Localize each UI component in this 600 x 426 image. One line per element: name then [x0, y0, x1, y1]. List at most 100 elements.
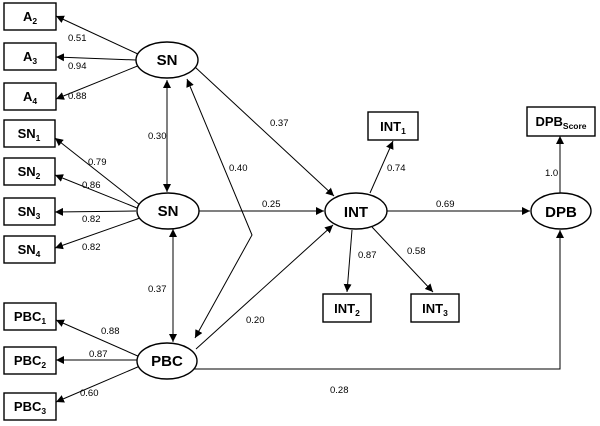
edge-snmid-sn3	[54, 207, 137, 216]
indicator-boxes: A2 A3 A4 SN1 SN2 SN3 SN4 PBC1	[3, 2, 596, 421]
node-dpb-score: DPBScore	[526, 106, 596, 137]
node-int3-label: INT	[422, 301, 443, 316]
edges	[54, 15, 564, 403]
node-pbc3-label: PBC	[14, 399, 42, 414]
edge-pbc-int	[195, 224, 334, 350]
node-a3: A3	[3, 42, 57, 71]
svg-text:PBC1: PBC1	[14, 309, 46, 326]
edge-snmid-sn2	[54, 174, 138, 209]
svg-text:SN3: SN3	[18, 204, 41, 221]
node-int2-sub: 2	[355, 308, 360, 318]
node-pbc2-label: PBC	[14, 353, 42, 368]
node-a3-sub: 3	[32, 56, 37, 66]
svg-text:A3: A3	[23, 49, 37, 66]
node-sn2: SN2	[3, 157, 56, 186]
edge-pbc-pbc1	[55, 319, 141, 358]
weight-sntop-snmid: 0.30	[148, 131, 167, 142]
weight-pbc-pbc3: 0.60	[80, 388, 99, 399]
edge-snmid-sn4	[54, 217, 141, 250]
weight-dpb-score: 1.0	[545, 168, 558, 179]
node-int1: INT1	[367, 111, 419, 141]
node-a2: A2	[3, 2, 57, 31]
node-sn1: SN1	[3, 119, 56, 148]
edge-sn-a4	[55, 64, 141, 100]
node-sn3-label: SN	[18, 204, 36, 219]
node-a4-label: A	[23, 89, 33, 104]
weight-sn-a2: 0.51	[68, 33, 87, 44]
weight-int-int3: 0.58	[407, 246, 426, 257]
node-pbc2: PBC2	[3, 346, 57, 375]
node-sn4-label: SN	[18, 242, 36, 257]
svg-text:INT3: INT3	[422, 301, 448, 318]
node-sn2-label: SN	[18, 164, 36, 179]
node-int1-label: INT	[380, 119, 401, 134]
node-pbc-label: PBC	[151, 353, 183, 370]
weight-int-int2: 0.87	[358, 250, 377, 261]
node-sn1-label: SN	[18, 126, 36, 141]
node-pbc: PBC	[136, 342, 198, 380]
node-sn4-sub: 4	[36, 249, 41, 259]
node-sn4: SN4	[3, 235, 56, 264]
node-a2-label: A	[23, 9, 33, 24]
node-a4-sub: 4	[32, 96, 37, 106]
node-a3-label: A	[23, 49, 33, 64]
node-sn3-sub: 3	[36, 211, 41, 221]
edge-pbc-dpb	[193, 230, 564, 370]
svg-text:SN4: SN4	[18, 242, 41, 259]
weight-pbc-dpb: 0.28	[330, 385, 349, 396]
weight-pbc-pbc2: 0.87	[89, 349, 108, 360]
node-dpb-score-label: DPB	[535, 114, 562, 129]
weight-int-int1: 0.74	[387, 163, 406, 174]
weight-pbc-sntop: 0.40	[229, 163, 248, 174]
node-int2-label: INT	[334, 301, 355, 316]
node-int1-sub: 1	[401, 126, 406, 136]
node-pbc2-sub: 2	[41, 360, 46, 370]
edge-int-int1	[369, 140, 394, 194]
edge-int-int3	[371, 226, 434, 293]
weight-sn-a4: 0.88	[68, 91, 87, 102]
edge-pbc-sntop	[186, 78, 253, 339]
weight-snmid-sn1: 0.79	[88, 157, 107, 168]
node-pbc1-label: PBC	[14, 309, 42, 324]
svg-text:A4: A4	[23, 89, 37, 106]
edge-sn-a3	[55, 53, 137, 62]
weight-sntop-int: 0.37	[270, 118, 289, 129]
node-sn-mid: SN	[136, 192, 200, 230]
svg-text:SN2: SN2	[18, 164, 41, 181]
node-dpb-label: DPB	[545, 204, 577, 221]
node-sn-mid-label: SN	[158, 203, 179, 220]
node-int2: INT2	[322, 293, 372, 323]
node-int: INT	[324, 192, 388, 230]
svg-text:A2: A2	[23, 9, 37, 26]
node-pbc1: PBC1	[3, 302, 57, 331]
svg-text:INT2: INT2	[334, 301, 360, 318]
node-a2-sub: 2	[32, 16, 37, 26]
node-pbc1-sub: 1	[41, 316, 46, 326]
latent-constructs: SN SN PBC INT DPB	[135, 41, 592, 380]
weight-snmid-sn4: 0.82	[82, 242, 101, 253]
weight-snmid-sn2: 0.86	[82, 180, 101, 191]
node-int3-sub: 3	[443, 308, 448, 318]
edge-pbc-pbc3	[55, 365, 141, 403]
node-pbc3-sub: 3	[41, 406, 46, 416]
node-pbc3: PBC3	[3, 392, 57, 421]
node-sn3: SN3	[3, 197, 56, 226]
node-sn1-sub: 1	[36, 133, 41, 143]
svg-text:SN1: SN1	[18, 126, 41, 143]
weight-pbc-int: 0.20	[246, 315, 265, 326]
weight-snmid-int: 0.25	[262, 199, 281, 210]
node-sn-top-label: SN	[157, 52, 178, 69]
node-dpb: DPB	[530, 192, 592, 230]
weight-pbc-pbc1: 0.88	[101, 326, 120, 337]
node-int3: INT3	[410, 293, 460, 323]
node-sn2-sub: 2	[36, 171, 41, 181]
edge-sntop-int	[194, 66, 335, 197]
node-dpb-score-sub: Score	[563, 121, 587, 131]
edge-sn-a2	[55, 15, 141, 56]
weight-int-dpb: 0.69	[436, 199, 455, 210]
weight-snmid-sn3: 0.82	[82, 214, 101, 225]
weight-sn-a3: 0.94	[68, 61, 87, 72]
edge-weights: 0.51 0.94 0.88 0.30 0.37 0.40 0.79 0.86 …	[68, 33, 558, 399]
svg-text:DPBScore: DPBScore	[535, 114, 586, 131]
